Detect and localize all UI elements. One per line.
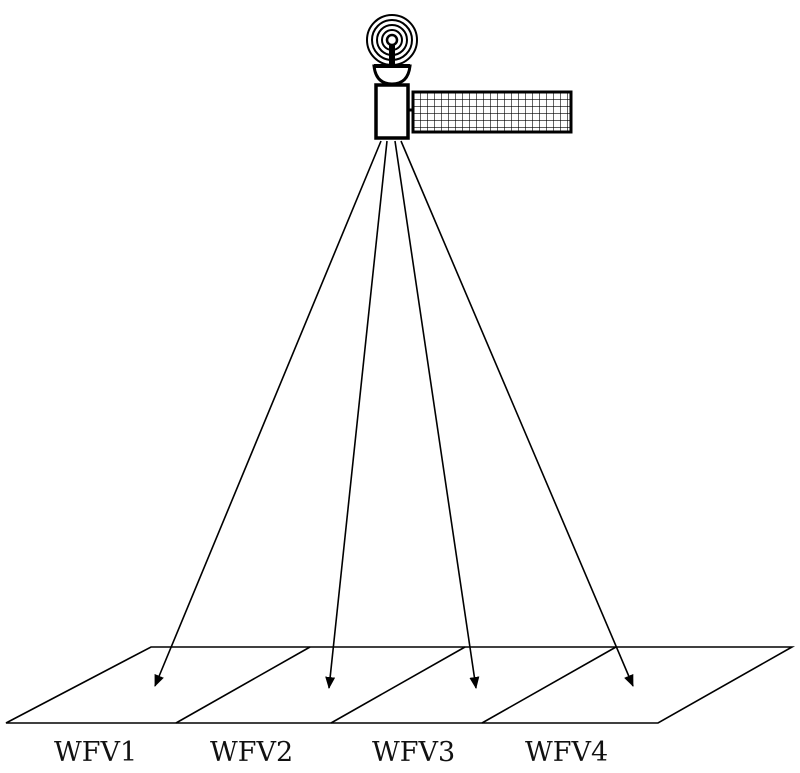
swath-divider-3	[481, 646, 617, 724]
beam-wfv3	[394, 140, 480, 689]
satellite-body	[374, 83, 410, 140]
ground-swath	[5, 646, 796, 724]
satellite-icon	[366, 14, 573, 140]
swath-label-wfv4: WFV4	[525, 737, 609, 768]
antenna-dish-icon	[372, 64, 412, 86]
beams	[154, 140, 634, 689]
beam-wfv1	[154, 140, 382, 687]
antenna-icon	[366, 14, 418, 66]
swath-label-wfv2: WFV2	[210, 737, 294, 768]
solar-panel-icon	[411, 90, 573, 134]
swath-label-wfv1: WFV1	[54, 737, 138, 768]
beam-wfv2	[325, 140, 388, 689]
swath-label-wfv3: WFV3	[372, 737, 456, 768]
beam-wfv4	[400, 140, 634, 687]
swath-divider-2	[330, 646, 466, 724]
swath-divider-1	[175, 646, 311, 724]
